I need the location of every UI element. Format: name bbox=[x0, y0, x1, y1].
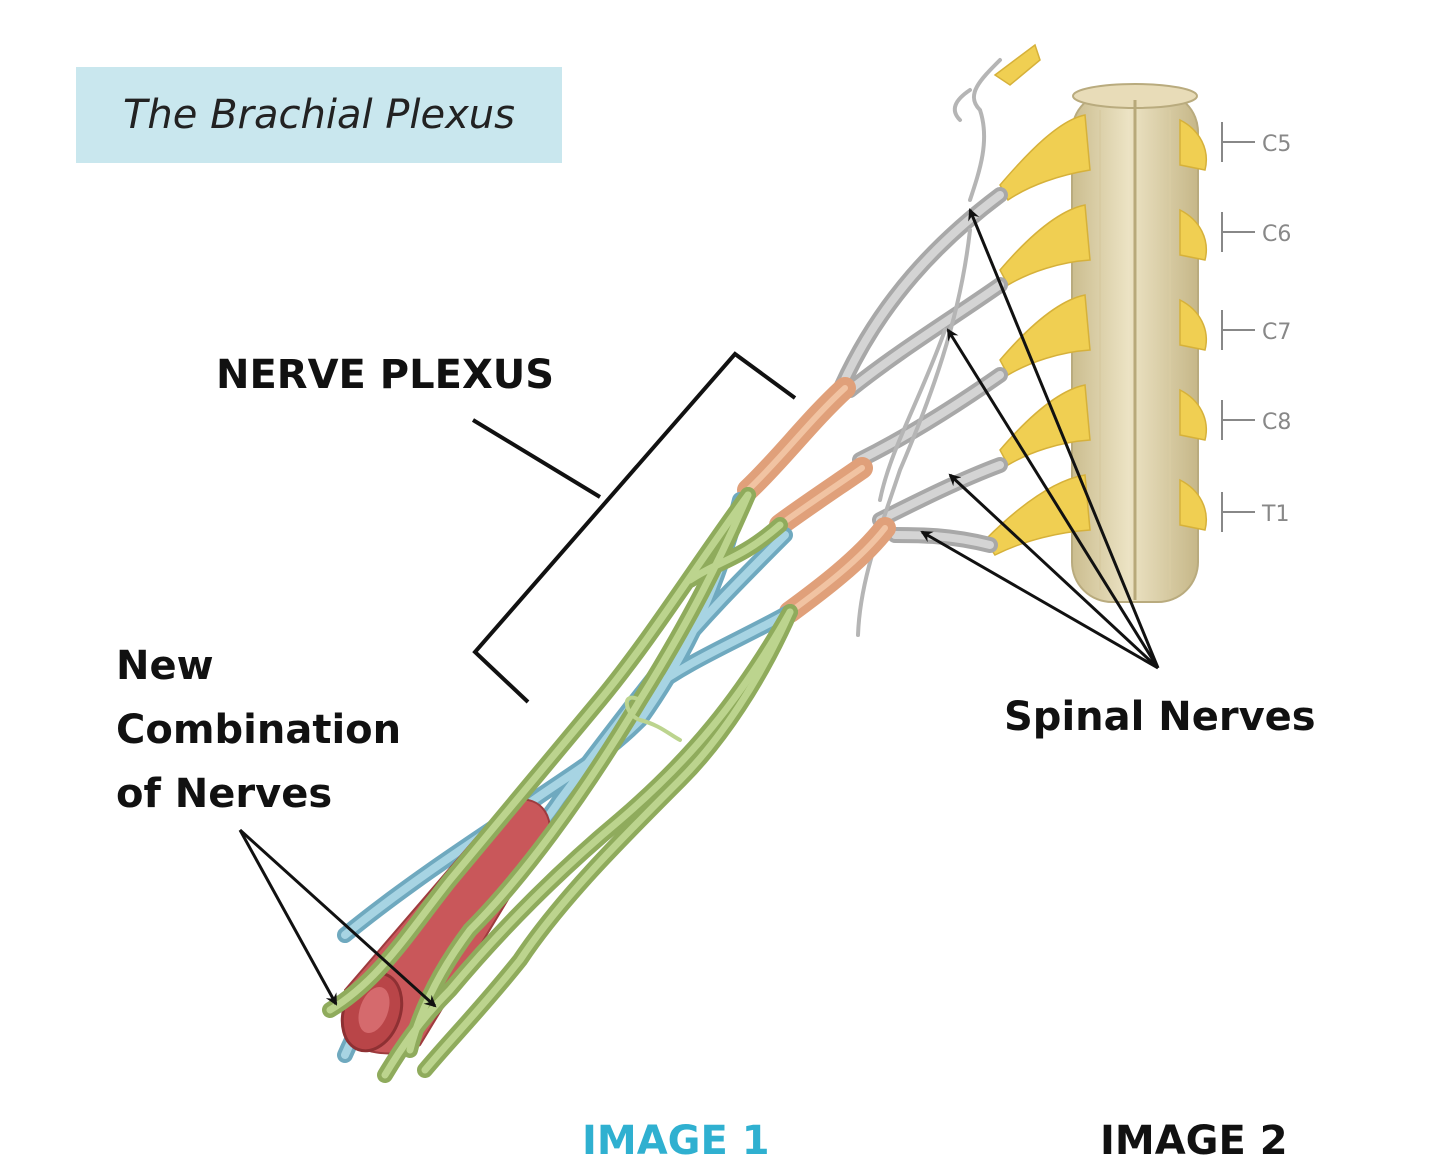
new-combination-line-1: New bbox=[116, 643, 214, 689]
nerve-plexus-label: NERVE PLEXUS bbox=[216, 352, 555, 398]
new-combination-label: New Combination of Nerves bbox=[116, 634, 401, 826]
spinal-nerve-arrows bbox=[920, 208, 1160, 670]
segment-labels: C5 C6 C7 C8 T1 bbox=[1261, 132, 1291, 527]
title-box: The Brachial Plexus bbox=[76, 67, 562, 163]
new-combination-arrows bbox=[238, 828, 437, 1008]
spinal-nerves-label: Spinal Nerves bbox=[1004, 694, 1316, 740]
plexus-trunks bbox=[737, 377, 896, 623]
new-combination-line-2: Combination bbox=[116, 707, 402, 753]
image-1-label: IMAGE 1 bbox=[582, 1118, 770, 1164]
segment-label-c7: C7 bbox=[1262, 320, 1291, 345]
nerve-plexus-bracket bbox=[471, 351, 797, 704]
image-2-label: IMAGE 2 bbox=[1100, 1118, 1288, 1164]
segment-label-t1: T1 bbox=[1261, 502, 1289, 527]
green-nerves bbox=[322, 487, 798, 1083]
segment-label-c6: C6 bbox=[1262, 222, 1291, 247]
segment-label-c8: C8 bbox=[1262, 410, 1291, 435]
new-combination-line-3: of Nerves bbox=[116, 771, 333, 817]
segment-ticks bbox=[1221, 122, 1255, 532]
spinal-cord bbox=[1071, 83, 1199, 603]
nerve-roots bbox=[984, 43, 1207, 556]
diagram-title: The Brachial Plexus bbox=[122, 92, 515, 138]
segment-label-c5: C5 bbox=[1262, 132, 1291, 157]
